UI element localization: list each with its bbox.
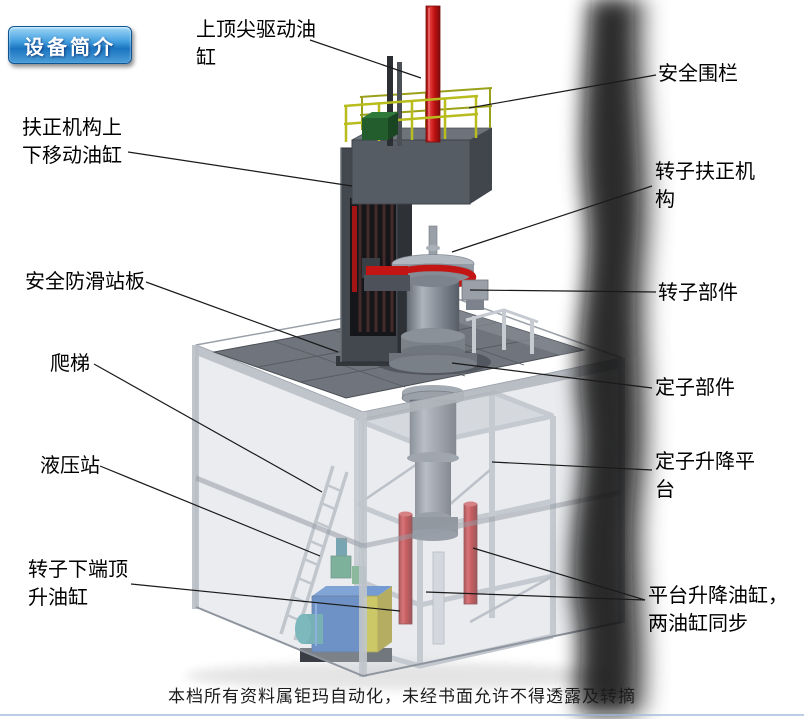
lift-cylinder-left-graphic bbox=[398, 513, 413, 625]
safety-fence-back-graphic bbox=[359, 87, 493, 130]
enclosure-back-rim bbox=[195, 297, 623, 359]
label-stator-component: 定子部件 bbox=[655, 377, 735, 399]
press-column-graphic bbox=[336, 140, 412, 366]
leader-ladder bbox=[93, 363, 323, 493]
label-platform-lift-cylinders: 平台升降油缸，两油缸同步 bbox=[648, 585, 788, 635]
label-rotor-centering-mechanism: 转子扶正机构 bbox=[655, 161, 755, 211]
leader-rotor-bottom-jack-cylinder bbox=[130, 583, 401, 612]
centering-arm-graphic bbox=[362, 258, 410, 291]
label-hydraulic-station: 液压站 bbox=[40, 455, 100, 477]
leader-stator-component bbox=[451, 362, 653, 389]
leader-top-tip-drive-cylinder bbox=[309, 39, 422, 79]
label-ladder: 爬梯 bbox=[50, 353, 90, 375]
stator-graphic bbox=[401, 385, 465, 541]
center-rod-graphic bbox=[432, 551, 445, 645]
ladder-graphic bbox=[279, 465, 349, 641]
leader-platform-lift-cylinder-b bbox=[472, 547, 646, 601]
scaffold-graphic bbox=[354, 389, 556, 669]
leader-rotor-component bbox=[469, 289, 657, 293]
safety-fence-graphic bbox=[343, 94, 479, 142]
title-badge: 设备简介 bbox=[8, 26, 132, 64]
platform-graphic bbox=[212, 307, 586, 399]
platform-railing-graphic bbox=[465, 308, 539, 356]
leader-hydraulic-station bbox=[99, 465, 321, 557]
bottom-border-line bbox=[0, 714, 804, 716]
label-safety-fence: 安全围栏 bbox=[658, 63, 738, 85]
hydraulic-unit-graphic bbox=[295, 586, 392, 662]
label-stator-lift-platform: 定子升降平台 bbox=[655, 451, 755, 501]
lift-cylinders-graphic bbox=[398, 501, 478, 625]
smoke-shadow bbox=[568, 0, 657, 714]
label-top-tip-drive-cylinder: 上顶尖驱动油缸 bbox=[196, 19, 316, 69]
leader-platform-lift-cylinder-a bbox=[425, 591, 646, 601]
leader-centering-updown-cylinder bbox=[127, 151, 353, 187]
side-bracket-graphic bbox=[461, 279, 489, 310]
label-centering-updown-cylinder: 扶正机构上下移动油缸 bbox=[22, 117, 122, 167]
top-drive-cylinder-graphic bbox=[387, 5, 441, 146]
leader-stator-lift-platform bbox=[491, 461, 653, 471]
leader-anti-slip-platform bbox=[145, 281, 339, 353]
enclosure-walls bbox=[192, 344, 625, 678]
label-rotor-bottom-jack-cylinder: 转子下端顶升油缸 bbox=[28, 559, 128, 609]
enclosure-interior bbox=[279, 385, 556, 669]
leader-safety-fence bbox=[468, 74, 657, 109]
lift-cylinder-right-graphic bbox=[463, 503, 478, 605]
machine-head-graphic bbox=[343, 5, 493, 205]
valve-parts-graphic bbox=[330, 538, 366, 584]
rotor-graphic bbox=[389, 225, 477, 373]
watermark-text: 本档所有资料属钜玛自动化，未经书面允许不得透露及转摘 bbox=[168, 687, 636, 706]
leader-rotor-centering-mechanism bbox=[451, 185, 653, 253]
label-anti-slip-platform: 安全防滑站板 bbox=[25, 271, 145, 293]
control-box-graphic bbox=[362, 112, 398, 140]
label-rotor-component: 转子部件 bbox=[658, 282, 738, 304]
